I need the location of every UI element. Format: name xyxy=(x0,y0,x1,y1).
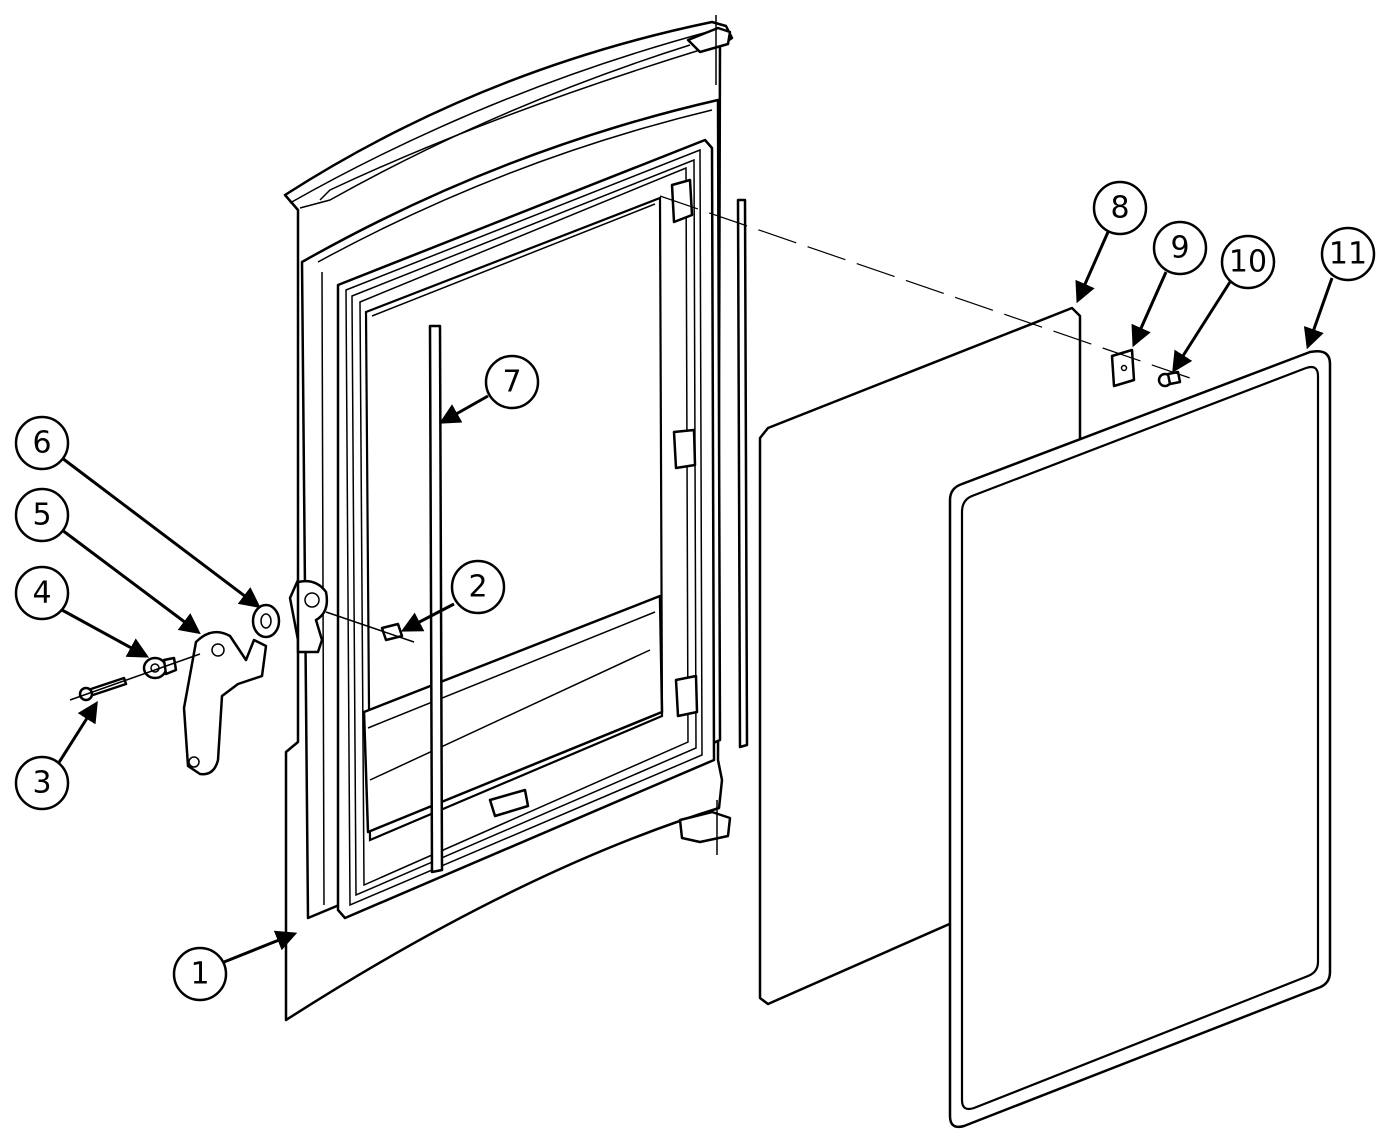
frame-side-rod xyxy=(736,198,749,749)
callout-label: 9 xyxy=(1170,231,1189,266)
callout-label: 3 xyxy=(32,766,51,801)
callout-8: 8 xyxy=(1075,180,1148,304)
door-frame-part xyxy=(283,15,734,1022)
washer-part xyxy=(251,603,281,639)
callout-label: 7 xyxy=(502,365,521,400)
callout-label: 1 xyxy=(190,957,209,992)
callout-label: 6 xyxy=(32,426,51,461)
callout-7: 7 xyxy=(438,354,540,424)
explode-path-line xyxy=(659,195,1191,379)
callout-6: 6 xyxy=(14,415,261,609)
callout-label: 10 xyxy=(1229,245,1267,280)
callout-1: 1 xyxy=(172,930,298,1002)
glass-rod-part xyxy=(428,324,444,874)
callout-label: 5 xyxy=(32,498,51,533)
callout-9: 9 xyxy=(1131,220,1208,348)
callout-5: 5 xyxy=(14,487,201,635)
callout-label: 11 xyxy=(1329,237,1367,272)
callout-4: 4 xyxy=(14,565,150,658)
glass-clip-part xyxy=(1110,348,1136,388)
pin-part xyxy=(325,611,415,643)
callout-label: 4 xyxy=(32,576,51,611)
bolt-part xyxy=(69,653,201,702)
callout-label: 8 xyxy=(1110,191,1129,226)
callout-11: 11 xyxy=(1303,226,1376,350)
latch-handle-part xyxy=(182,630,268,776)
callout-label: 2 xyxy=(468,570,487,605)
gasket-frame-part xyxy=(948,350,1332,1129)
nut-part xyxy=(142,656,178,680)
callout-10: 10 xyxy=(1172,234,1276,373)
callout-2: 2 xyxy=(400,559,506,632)
callout-3: 3 xyxy=(14,701,98,811)
